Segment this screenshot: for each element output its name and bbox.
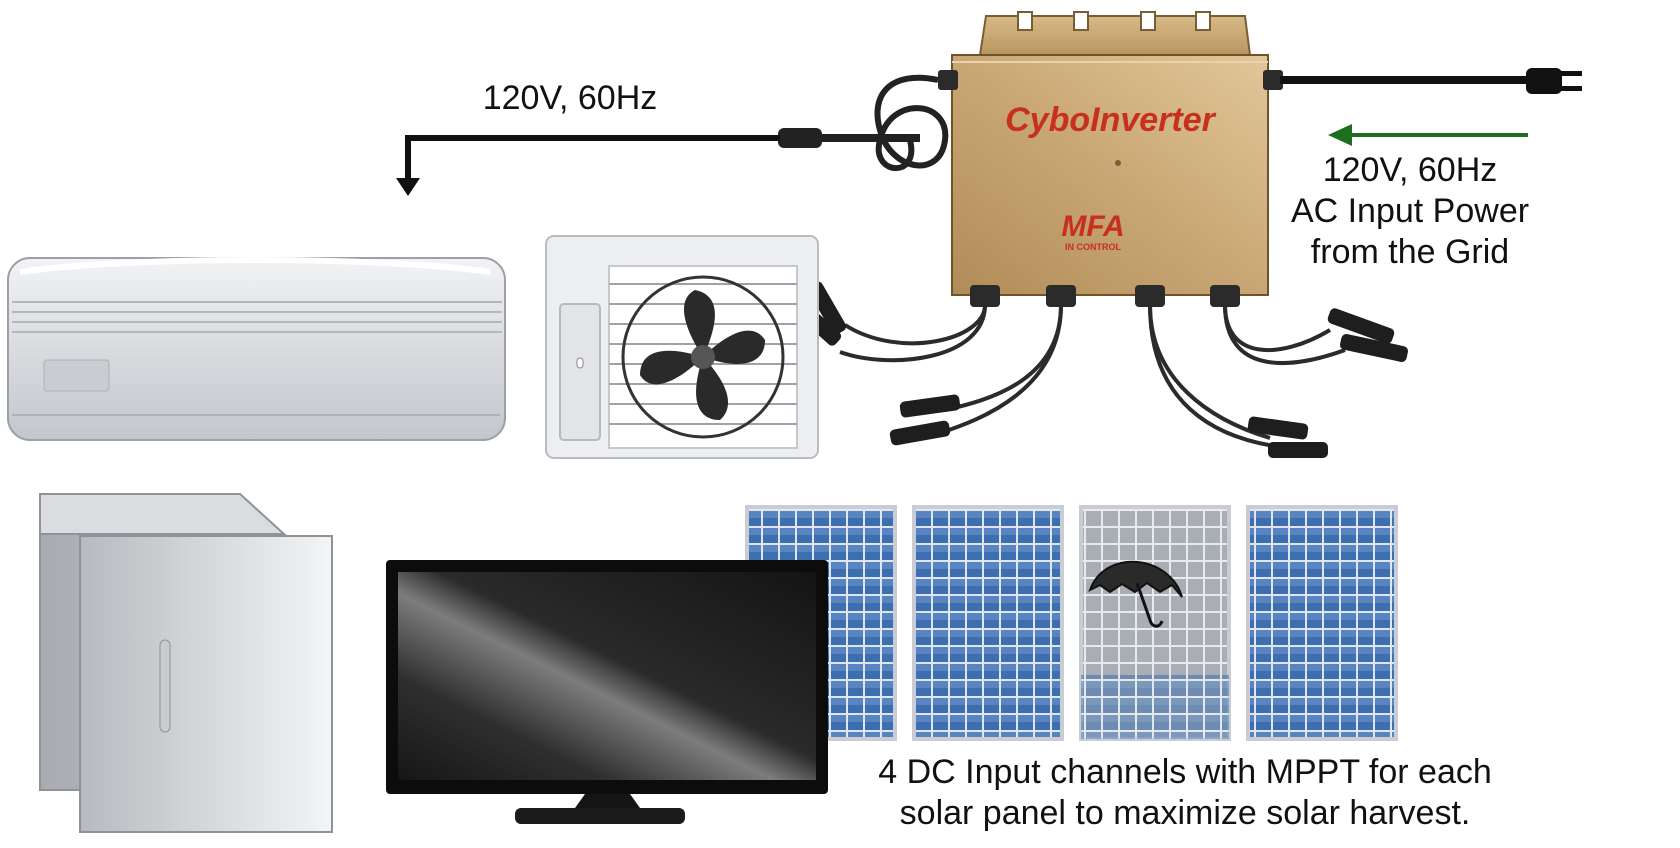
- arrow-down-icon: [396, 178, 420, 196]
- dc-leads: [839, 304, 1346, 450]
- grid-cord: [1280, 68, 1582, 94]
- arrow-left-icon: [1328, 124, 1528, 146]
- umbrella-icon: [1088, 560, 1183, 628]
- maker-tagline: IN CONTROL: [1065, 242, 1121, 252]
- output-power-label: 120V, 60Hz: [482, 79, 658, 117]
- micro-inverter: CyboInverter MFA IN CONTROL: [938, 11, 1283, 307]
- inverter-brand: CyboInverter: [1005, 101, 1216, 139]
- solar-panel: [912, 505, 1064, 741]
- solar-panel: [1246, 505, 1398, 741]
- ac-indoor-unit: [7, 257, 506, 441]
- dc-input-caption: 4 DC Input channels with MPPT for each s…: [878, 753, 1492, 832]
- television: [386, 560, 828, 824]
- grid-input-label: 120V, 60Hz AC Input Power from the Grid: [1290, 151, 1530, 271]
- ac-outdoor-unit: [545, 235, 819, 459]
- solar-panel-shaded: [1079, 505, 1231, 741]
- ac-plug-icon: [1526, 68, 1582, 94]
- maker-logo: MFA: [1061, 210, 1124, 243]
- output-cord: [396, 74, 949, 196]
- mc4-connectors: [792, 281, 1408, 458]
- solar-panels: [745, 505, 1398, 741]
- refrigerator: [39, 493, 333, 833]
- fan-icon: [640, 290, 765, 420]
